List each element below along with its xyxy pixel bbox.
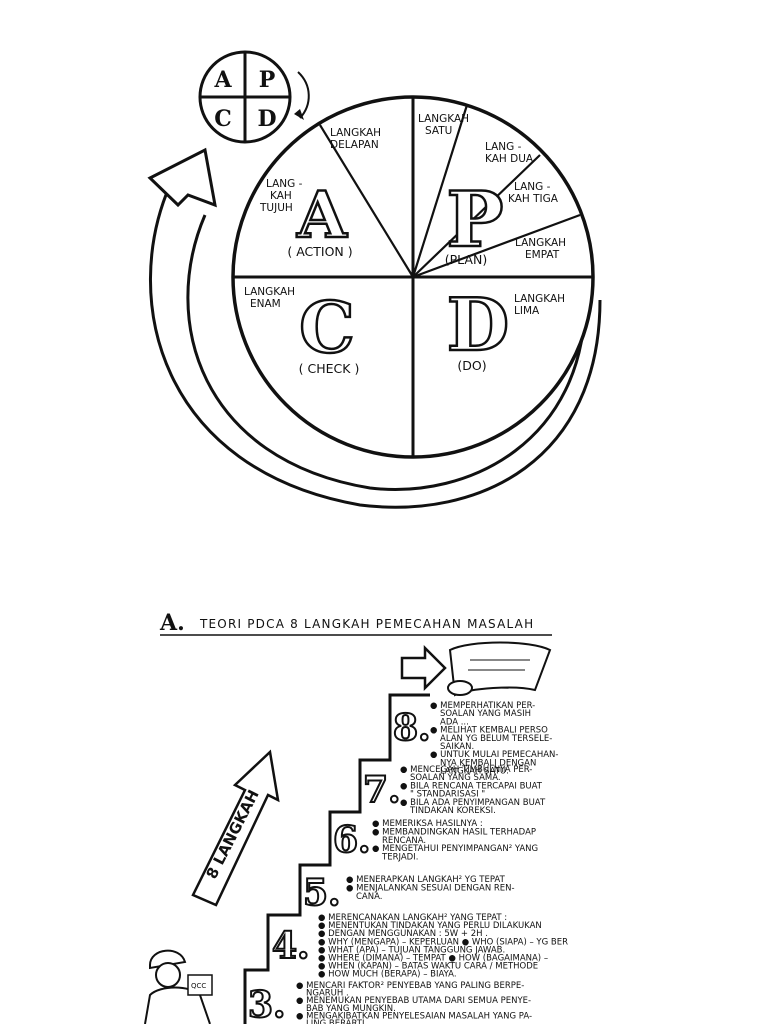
step-6-line: ● MEMERIKSA HASILNYA : (372, 819, 483, 829)
step-6-line: TERJADI. (381, 853, 418, 863)
step-6-line: RENCANA. (382, 836, 426, 846)
step-8-line: ● UNTUK MULAI PEMECAHAN- (430, 750, 558, 760)
step-number-5: 5. (303, 872, 341, 914)
quadrant-letter-p: P (446, 175, 503, 264)
heading-title: TEORI PDCA 8 LANGKAH PEMECAHAN MASALAH (199, 617, 534, 631)
step-8-line: SAIKAN. (440, 742, 474, 752)
badge-letter-p: P (259, 67, 276, 93)
step-8-line: ● MELIHAT KEMBALI PERSO (430, 726, 548, 736)
step-4-line: ● WHEN (KAPAN) – BATAS WAKTU CARA / METH… (318, 962, 538, 972)
step-8-line: LANGKAH SATU. (440, 767, 509, 777)
step-7-line: ● BILA ADA PENYIMPANGAN BUAT (400, 798, 546, 808)
step-6-line: ● MENGETAHUI PENYIMPANGAN² YANG (372, 844, 538, 854)
step-number-3: 3. (248, 984, 286, 1024)
staircase (243, 693, 430, 1024)
badge-letter-d: D (257, 106, 276, 132)
step-4-line: ● MENENTUKAN TINDAKAN YANG PERLU DILAKUK… (318, 921, 542, 931)
badge-letter-a: A (213, 67, 232, 93)
stairs-figure: A. TEORI PDCA 8 LANGKAH PEMECAHAN MASALA… (144, 610, 568, 1024)
cycle-arrow (148, 184, 602, 509)
quadrant-label-do: (DO) (457, 358, 486, 373)
step-3-line: BAB YANG MUNGKIN. (306, 1004, 396, 1014)
langkah-arrow: 8 LANGKAH (191, 749, 280, 907)
step-3-line: ● MENCARI FAKTOR² PENYEBAB YANG PALING B… (296, 981, 524, 991)
quadrant-letter-d: D (447, 282, 509, 367)
step-8-line: ALAN YG BELUM TERSELE- (440, 734, 552, 744)
step-number-8: 8. (393, 707, 431, 749)
step-7-line: ● MENCEGAH TIMBULNYA PER- (400, 765, 532, 775)
step-number-6: 6. (333, 819, 371, 861)
step-8-line: SOALAN YANG MASIH (440, 709, 531, 719)
step-number-7: 7. (363, 769, 401, 811)
step-5-description: ● MENERAPKAN LANGKAH² YG TEPAT● MENJALAN… (346, 875, 515, 902)
step-5-line: CANA. (356, 892, 382, 902)
step-4-line: ● WHERE (DIMANA) – TEMPAT ● HOW (BAGAIMA… (318, 954, 548, 964)
step-8-line: ADA ... (440, 717, 469, 727)
step-6-line: ● MEMBANDINGKAN HASIL TERHADAP (372, 827, 536, 837)
step-3-line: NGARUH . (306, 989, 349, 999)
step-4-description: ● MERENCANAKAN LANGKAH² YANG TEPAT :● ME… (318, 913, 568, 980)
cycle-arrowhead (147, 147, 217, 208)
label-langkah-tiga: LANG -KAH TIGA (508, 181, 559, 205)
step-8-line: NYA KEMBALI DENGAN (440, 758, 536, 768)
pdca-badge: A P C D (198, 50, 310, 144)
step-4-line: ● WHY (MENGAPA) – KEPERLUAN ● WHO (SIAPA… (318, 937, 568, 947)
step-5-line: ● MENERAPKAN LANGKAH² YG TEPAT (346, 875, 506, 885)
step-5-line: ● MENJALANKAN SESUAI DENGAN REN- (346, 884, 515, 894)
step-4-line: ● WHAT (APA) – TUJUAN TANGGUNG JAWAB. (318, 945, 505, 955)
step-3-line: ● MENEMUKAN PENYEBAB UTAMA DARI SEMUA PE… (296, 996, 531, 1006)
quadrant-label-plan: (PLAN) (445, 252, 487, 267)
cycle-arrow-inner (186, 214, 587, 491)
badge-rotation-arrow-icon (297, 71, 310, 119)
worker-icon: QCC (144, 949, 213, 1024)
step-4-line: ● DENGAN MENGGUNAKAN : 5W + 2H . (318, 929, 488, 939)
scroll-icon (447, 641, 552, 697)
quadrant-letter-c: C (299, 286, 355, 369)
step-7-line: TINDAKAN KOREKSI. (409, 806, 496, 816)
step-7-line: ● BILA RENCANA TERCAPAI BUAT (400, 781, 543, 791)
quadrant-label-action: ( ACTION ) (287, 244, 352, 259)
step-7-line: " STANDARISASI " (410, 790, 485, 800)
top-right-arrow-icon (400, 644, 447, 692)
badge-letter-c: C (214, 106, 232, 132)
step-4-line: ● MERENCANAKAN LANGKAH² YANG TEPAT : (318, 913, 507, 923)
label-langkah-dua: LANG -KAH DUA (485, 141, 534, 165)
heading-letter: A. (159, 610, 185, 636)
worker-badge: QCC (191, 982, 206, 990)
step-8-line: ● MEMPERHATIKAN PER- (430, 701, 535, 711)
step-6-description: ● MEMERIKSA HASILNYA :● MEMBANDINGKAN HA… (372, 819, 538, 863)
step-7-line: SOALAN YANG SAMA. (410, 773, 501, 783)
step-3-line: LING BERARTI. (306, 1019, 367, 1024)
quadrant-letter-a: A (296, 178, 348, 253)
step-3-line: ● MENGAKIBATKAN PENYELESAIAN MASALAH YAN… (296, 1011, 532, 1021)
step-7-description: ● MENCEGAH TIMBULNYA PER-SOALAN YANG SAM… (400, 765, 546, 816)
step-3-description: ● MENCARI FAKTOR² PENYEBAB YANG PALING B… (296, 981, 532, 1024)
step-number-4: 4. (272, 925, 310, 967)
step-4-line: ● HOW MUCH (BERAPA) – BIAYA. (318, 970, 457, 980)
quadrant-label-check: ( CHECK ) (299, 361, 360, 376)
